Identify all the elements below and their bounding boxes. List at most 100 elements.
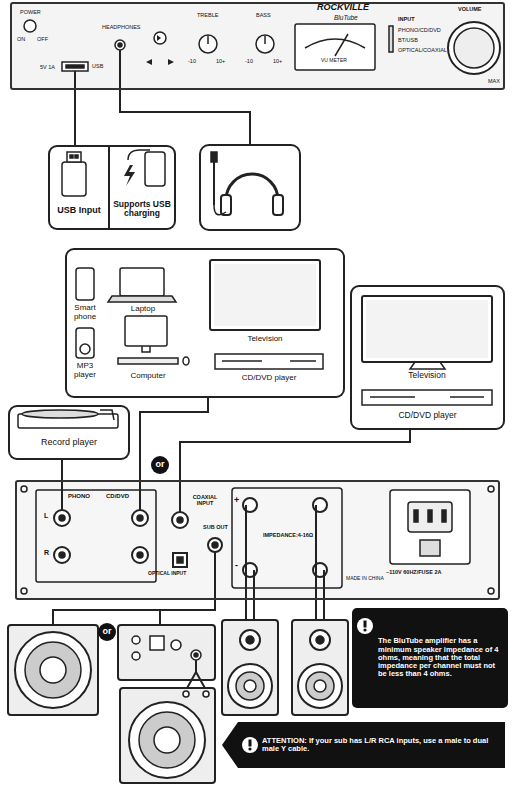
speaker-wire — [245, 505, 247, 622]
rca-jack — [54, 510, 222, 563]
rca-jack — [137, 515, 143, 521]
rca-jack — [137, 552, 143, 558]
node-text: OFF — [37, 36, 48, 42]
subwoofer — [203, 691, 209, 697]
usb-icons — [124, 165, 135, 186]
speaker-wire — [323, 570, 325, 622]
subwoofer — [139, 712, 195, 768]
usb-icons — [145, 152, 165, 186]
arrow-outline — [222, 722, 505, 768]
usb-charging-box: Supports USB charging — [108, 145, 176, 230]
front-panel — [199, 35, 217, 53]
speaker — [244, 680, 256, 692]
node-text: The BluTube amplifier has a minimum spea… — [378, 637, 501, 678]
subwoofer — [15, 632, 91, 708]
node-text: TREBLE — [197, 12, 218, 18]
usb-icons — [62, 150, 165, 196]
tv-dvd-icons — [362, 296, 492, 362]
subwoofer — [120, 688, 215, 783]
speaker — [306, 672, 334, 700]
source-devices — [76, 328, 94, 358]
warning-icon — [357, 618, 373, 634]
speaker — [240, 630, 260, 650]
source-devices — [290, 360, 316, 362]
usb-icons — [128, 150, 150, 160]
speaker — [310, 630, 330, 650]
node-text: HEADPHONES — [102, 24, 141, 30]
cable — [140, 398, 208, 480]
front-panel — [24, 20, 36, 32]
rear-panel — [442, 510, 446, 522]
rca-jack — [132, 510, 148, 526]
rca-jack — [172, 512, 188, 528]
node-text: ATTENTION: If your sub has L/R RCA input… — [262, 737, 497, 754]
speaker-wire — [315, 505, 317, 622]
front-panel — [146, 59, 174, 65]
rear-panel — [15, 480, 500, 600]
warning-icon — [242, 737, 258, 753]
front-panel — [10, 2, 505, 90]
source-devices-box: Smart phoneLaptopTelevisionMP3 playerCom… — [65, 248, 345, 398]
speaker-wire — [253, 570, 255, 622]
speaker — [298, 664, 342, 708]
node-text: 10+ — [216, 58, 225, 64]
node-text: OPTICAL INPUT — [148, 571, 186, 577]
speaker — [222, 620, 278, 715]
node-text: 5V 1A — [40, 64, 55, 70]
warning-icon — [249, 740, 252, 747]
subwoofer — [25, 642, 81, 698]
source-devices — [125, 316, 167, 346]
attention-note: ATTENTION: If your sub has L/R RCA input… — [222, 722, 505, 768]
subwoofer — [8, 625, 215, 783]
front-panel — [10, 2, 505, 90]
node-text: or — [156, 460, 165, 470]
node-text: MAX — [488, 78, 500, 84]
warning-icon — [357, 618, 373, 634]
front-panel — [454, 28, 494, 68]
node-text: -10 — [188, 58, 196, 64]
rca-jack — [59, 552, 65, 558]
rear-panel — [408, 502, 452, 532]
usb-icons — [62, 162, 86, 196]
subwoofer — [191, 650, 201, 660]
front-panel — [389, 26, 393, 52]
rear-panel — [21, 486, 27, 492]
rear-panel — [414, 510, 418, 522]
headphones-cable — [214, 205, 226, 215]
node-text: BT/USB — [398, 37, 418, 43]
node-text: PHONO — [68, 493, 90, 500]
warning-icon — [248, 747, 251, 750]
node-text: Laptop — [120, 305, 166, 314]
node-text: USB — [92, 63, 103, 69]
tv-dvd-icons — [370, 396, 415, 398]
front-panel — [66, 65, 84, 68]
impedance-note: The BluTube amplifier has a minimum spea… — [352, 608, 508, 708]
node-text: Supports USB charging — [111, 200, 173, 219]
rca-jack — [54, 547, 70, 563]
subwoofer — [171, 640, 181, 650]
rear-panel — [179, 480, 181, 512]
usb-icons — [70, 155, 73, 158]
record-player — [18, 410, 118, 428]
or-badge: or — [151, 456, 169, 474]
headphones-cable — [273, 195, 283, 215]
subwoofer — [40, 657, 66, 683]
rear-panel: PHONOCD/DVDLRCOAXIAL INPUTOPTICAL INPUTS… — [15, 480, 500, 600]
front-panel — [157, 35, 161, 41]
speaker — [316, 636, 324, 644]
node-text: -10 — [245, 58, 253, 64]
node-text: IMPEDANCE:4-16Ω — [263, 532, 313, 538]
front-panel: POWERONOFFUSB5V 1AHEADPHONESTREBLEBASS-1… — [10, 2, 505, 90]
rear-panel — [173, 553, 187, 567]
front-panel — [305, 39, 365, 48]
usb-icons — [67, 152, 81, 162]
headphones-cable — [120, 50, 250, 145]
front-panel — [295, 24, 375, 70]
record-player-box: Record player — [8, 405, 130, 460]
rear-panel — [390, 490, 470, 564]
node-text: ROCKVILLE — [317, 3, 369, 13]
rear-panel — [36, 490, 156, 582]
front-panel — [74, 71, 76, 90]
node-text: BluTube — [334, 14, 358, 21]
subwoofer — [154, 727, 180, 753]
